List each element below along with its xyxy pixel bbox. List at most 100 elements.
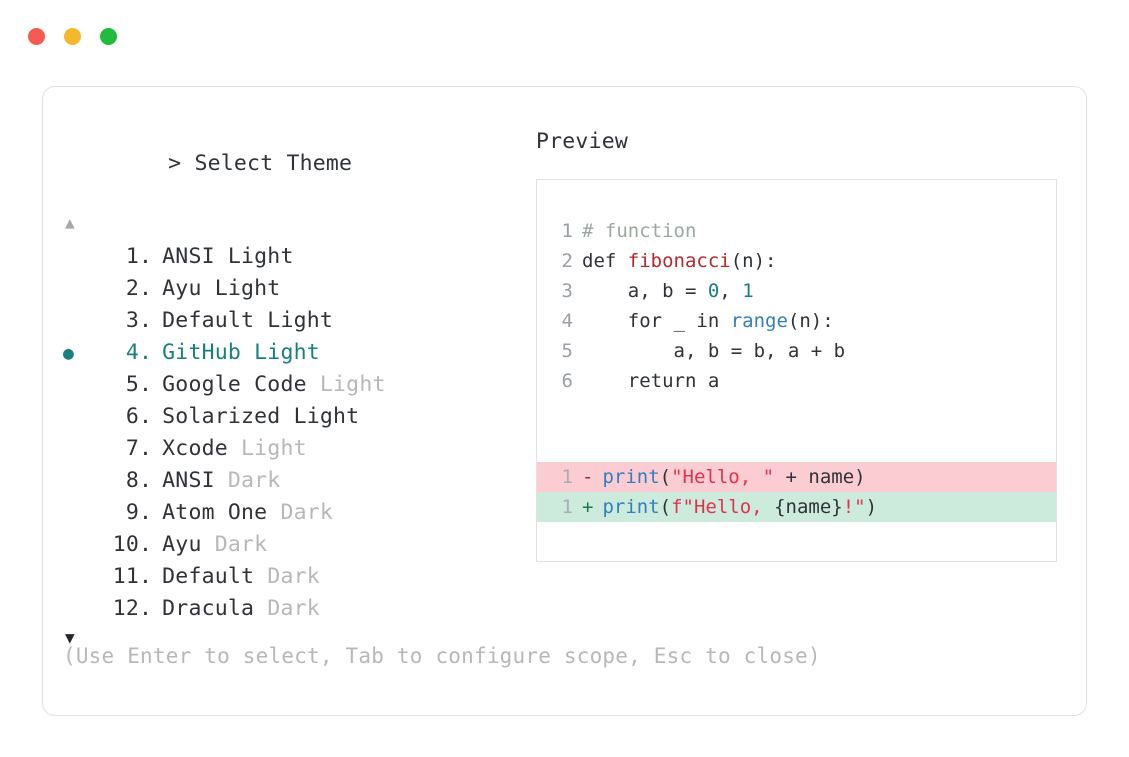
line-number: 5 [561, 339, 573, 362]
code-line-content: for _ in range(n): [582, 306, 834, 336]
code-token: ) [865, 495, 878, 518]
theme-item-name: Default Light [162, 307, 334, 333]
code-token: range [730, 309, 788, 332]
maximize-dot[interactable] [100, 28, 117, 45]
diff-line-del: 1-print("Hello, " + name) [537, 461, 1056, 492]
theme-item-number: 11 [112, 563, 139, 589]
theme-item-number: 8 [125, 467, 139, 493]
scroll-down-arrow-icon[interactable]: ▼ [65, 627, 75, 647]
diff-line-content: print(f"Hello, {name}!") [602, 492, 877, 522]
theme-item-number: 12 [112, 595, 139, 621]
code-token: "Hello, " [671, 465, 775, 488]
code-line: 3 a, b = 0, 1 [537, 276, 1056, 306]
diff-sample: 1-print("Hello, " + name)1+print(f"Hello… [537, 426, 1056, 522]
code-token: !" [842, 495, 866, 518]
line-number: 3 [561, 279, 573, 302]
line-number: 4 [561, 309, 573, 332]
code-line: 2 def fibonacci(n): [537, 246, 1056, 276]
preview-label: Preview [536, 129, 629, 154]
code-token: a, b = b, a + b [582, 339, 846, 362]
theme-item-variant: Dark [267, 499, 334, 525]
theme-item-name: Ayu Light [162, 275, 281, 301]
code-token: , [719, 279, 743, 302]
theme-item-name: Atom One [162, 499, 268, 525]
theme-item-number: 1 [125, 243, 139, 269]
diff-marker: + [582, 495, 594, 518]
theme-item-name: Google Code [162, 371, 307, 397]
theme-item-name: Solarized Light [162, 403, 360, 429]
code-line-content: return a [582, 366, 720, 396]
theme-list-panel: > Select Theme ▲ 1. ANSI Light 2. Ayu Light… [63, 131, 523, 646]
code-token: print [602, 465, 660, 488]
scroll-up-arrow-icon[interactable]: ▲ [65, 212, 75, 232]
theme-item-name: GitHub Light [162, 339, 320, 365]
prompt-header: > Select Theme [63, 131, 523, 196]
close-dot[interactable] [28, 28, 45, 45]
code-token: {name} [774, 495, 843, 518]
theme-item-variant: Dark [214, 467, 281, 493]
theme-item-variant: Dark [201, 531, 268, 557]
code-token: a, b = [582, 279, 708, 302]
code-token: f"Hello, [671, 495, 775, 518]
theme-list-item[interactable]: 11.Default Dark [63, 561, 523, 593]
theme-list-item[interactable]: 5.Google Code Light [63, 369, 523, 401]
theme-item-separator: . [139, 275, 153, 301]
line-number: 1 [561, 465, 573, 488]
selection-bullet-icon: ● [63, 342, 75, 364]
theme-item-separator: . [139, 595, 153, 621]
theme-item-name: Dracula [162, 595, 255, 621]
diff-line-content: print("Hello, " + name) [602, 462, 865, 492]
code-line: 1# function [537, 216, 1056, 246]
code-token: 0 [707, 279, 720, 302]
theme-item-number: 2 [125, 275, 139, 301]
code-token: (n): [787, 309, 834, 332]
code-token: + name) [774, 465, 866, 488]
theme-item-number: 6 [125, 403, 139, 429]
theme-selector-card: > Select Theme ▲ 1. ANSI Light 2. Ayu Light… [42, 86, 1087, 716]
theme-list-item[interactable]: 10.Ayu Dark [63, 529, 523, 561]
code-token: (n): [730, 249, 777, 272]
theme-item-number: 9 [125, 499, 139, 525]
theme-item-number: 10 [112, 531, 139, 557]
theme-list-item[interactable]: 3.Default Light [63, 305, 523, 337]
theme-list-item[interactable]: 12.Dracula Dark [63, 593, 523, 625]
theme-item-name: Ayu [162, 531, 202, 557]
theme-item-separator: . [139, 499, 153, 525]
theme-item-number: 4 [125, 339, 139, 365]
line-number: 1 [561, 219, 573, 242]
theme-list-item[interactable]: 1. ANSI Light [63, 241, 523, 273]
theme-list-item[interactable]: 7.Xcode Light [63, 433, 523, 465]
code-line-content: a, b = b, a + b [582, 336, 846, 366]
line-number: 6 [561, 369, 573, 392]
theme-item-variant: Dark [254, 563, 320, 589]
code-token: ( [659, 495, 672, 518]
prompt-caret-icon: > [168, 150, 182, 176]
line-number: 2 [561, 249, 573, 272]
code-token: ( [659, 465, 672, 488]
theme-item-separator: . [139, 467, 153, 493]
code-line-content: a, b = 0, 1 [582, 276, 754, 306]
code-line: 6 return a [537, 366, 1056, 396]
theme-item-number: 7 [125, 435, 139, 461]
theme-list-item[interactable]: 2. Ayu Light [63, 273, 523, 305]
theme-item-name: ANSI Light [162, 243, 294, 269]
theme-item-separator: . [139, 243, 153, 269]
page-title: Select Theme [194, 150, 353, 176]
code-line-content: def fibonacci(n): [582, 246, 776, 276]
code-token: for _ in [582, 309, 731, 332]
minimize-dot[interactable] [64, 28, 81, 45]
theme-item-variant: Light [306, 371, 386, 397]
theme-list-item[interactable]: ●4.GitHub Light [63, 337, 523, 369]
theme-item-number: 3 [125, 307, 139, 333]
code-token: 1 [742, 279, 754, 302]
theme-list-item[interactable]: 9. Atom One Dark [63, 497, 523, 529]
theme-item-variant: Light [227, 435, 307, 461]
code-line: 5 a, b = b, a + b [537, 336, 1056, 366]
theme-list-item[interactable]: 6.Solarized Light [63, 401, 523, 433]
theme-list-item[interactable]: 8. ANSI Dark [63, 465, 523, 497]
theme-item-name: ANSI [162, 467, 215, 493]
